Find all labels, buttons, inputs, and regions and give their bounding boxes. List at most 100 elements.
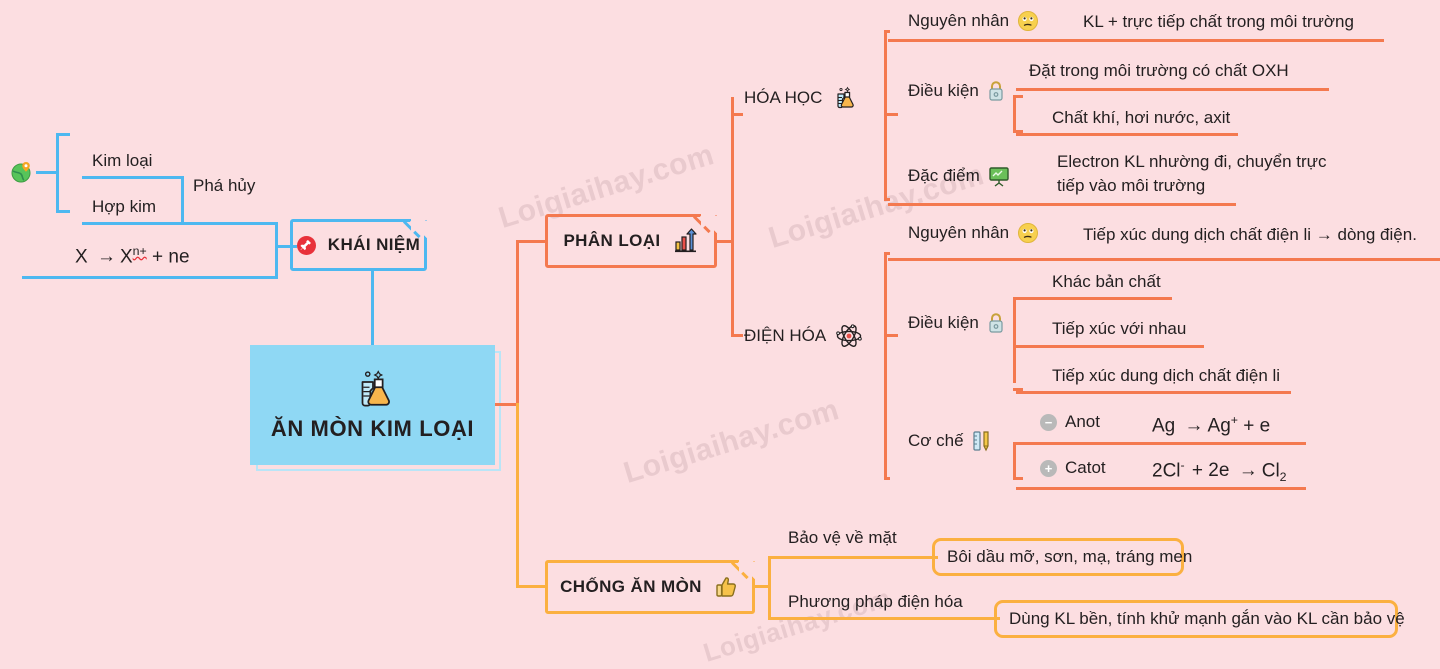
node-chong-an-mon[interactable]: CHỐNG ĂN MÒN xyxy=(545,559,756,614)
connector xyxy=(56,133,70,136)
node-title: PHÂN LOẠI xyxy=(563,231,661,250)
underline xyxy=(1016,487,1306,490)
branch-label-hoa-hoc[interactable]: HÓA HỌC xyxy=(744,86,856,110)
circle-plus-icon: + xyxy=(1040,459,1057,477)
row-label: Điều kiện xyxy=(908,313,979,332)
underline xyxy=(22,276,278,279)
connector xyxy=(516,240,519,406)
row-label-nguyen-nhan[interactable]: Nguyên nhân xyxy=(908,222,1039,244)
underline xyxy=(1016,297,1172,300)
branch-label-dien-hoa[interactable]: ĐIỆN HÓA xyxy=(744,324,862,348)
central-node[interactable]: ĂN MÒN KIM LOẠI xyxy=(250,345,495,465)
globe-icon xyxy=(10,160,34,184)
connector xyxy=(275,245,278,277)
connector xyxy=(56,210,70,213)
connector xyxy=(1013,95,1016,133)
presentation-board-icon xyxy=(988,165,1010,187)
lock-icon xyxy=(987,312,1005,334)
connector xyxy=(884,252,887,480)
thumbs-up-icon xyxy=(714,574,740,600)
connector xyxy=(768,617,1000,620)
electrode-reaction-catot: 2Cl- + 2e →Cl2 xyxy=(1152,458,1287,485)
leaf-value: Tiếp xúc dung dịch chất điện li xyxy=(1052,366,1281,385)
circle-minus-icon: − xyxy=(1040,413,1057,431)
atom-icon xyxy=(836,324,862,348)
leaf-value: Khác bản chất xyxy=(1052,272,1161,291)
central-title: ĂN MÒN KIM LOẠI xyxy=(270,416,475,441)
leaf-value: Bôi dầu mỡ, sơn, mạ, tráng men xyxy=(947,547,1193,566)
leaf-box-bao-ve-ve-mat[interactable]: Bôi dầu mỡ, sơn, mạ, tráng men xyxy=(932,538,1192,576)
underline xyxy=(1016,442,1306,445)
leaf-value: Tiếp xúc dung dịch chất điện li → dòng đ… xyxy=(1083,225,1417,244)
row-label-dieu-kien[interactable]: Điều kiện xyxy=(908,80,1005,102)
connector xyxy=(768,556,771,620)
connector xyxy=(1013,442,1016,480)
leaf-value: Đặt trong môi trường có chất OXH xyxy=(1029,61,1289,80)
electrode-catot[interactable]: + Catot xyxy=(1040,458,1106,478)
row-label: Điều kiện xyxy=(908,81,979,100)
electrode-anot[interactable]: − Anot xyxy=(1040,412,1100,432)
leaf-value: Dùng KL bền, tính khử mạnh gắn vào KL cầ… xyxy=(1009,609,1405,628)
mindmap-canvas: Loigiaihay.com Loigiaihay.com Loigiaihay… xyxy=(10,10,1440,668)
connector xyxy=(884,477,890,480)
row-label-dieu-kien[interactable]: Điều kiện xyxy=(908,312,1005,334)
connector xyxy=(181,222,278,225)
connector xyxy=(275,222,278,248)
row-label: Đặc điểm xyxy=(908,166,980,185)
connector xyxy=(36,171,58,174)
connector xyxy=(731,334,743,337)
underline xyxy=(1016,391,1291,394)
row-label: Nguyên nhân xyxy=(908,11,1010,30)
leaf-value: Chất khí, hơi nước, axit xyxy=(1052,108,1231,127)
underline xyxy=(82,176,184,179)
row-label-dac-diem[interactable]: Đặc điểm xyxy=(908,165,1010,187)
connector xyxy=(56,133,59,213)
connector xyxy=(731,97,734,337)
underline xyxy=(888,258,1440,261)
node-khai-niem[interactable]: KHÁI NIỆM xyxy=(290,218,428,271)
underline xyxy=(888,203,1236,206)
connector xyxy=(768,556,938,559)
node-phan-loai[interactable]: PHÂN LOẠI xyxy=(545,213,718,268)
row-label-bao-ve-ve-mat: Bảo vệ về mặt xyxy=(788,528,897,547)
flask-icon xyxy=(832,86,856,110)
connector xyxy=(754,585,770,588)
branch-title: ĐIỆN HÓA xyxy=(744,326,827,345)
row-label: Nguyên nhân xyxy=(908,223,1010,242)
connector xyxy=(1013,130,1023,133)
row-label-nguyen-nhan[interactable]: Nguyên nhân xyxy=(908,10,1039,32)
connector xyxy=(884,334,898,337)
connector xyxy=(1013,95,1023,98)
leaf-value: tiếp vào môi trường xyxy=(1057,176,1206,195)
connector xyxy=(275,245,297,248)
connector xyxy=(181,176,184,225)
connector xyxy=(731,113,743,116)
confused-face-icon xyxy=(1017,222,1039,244)
underline xyxy=(1016,88,1329,91)
connector xyxy=(884,113,898,116)
node-title: CHỐNG ĂN MÒN xyxy=(560,577,702,596)
leaf-value: Tiếp xúc với nhau xyxy=(1052,319,1187,338)
connector xyxy=(716,240,734,243)
connector-label: Phá hủy xyxy=(193,176,256,195)
leaf-value: Electron KL nhường đi, chuyển trực xyxy=(1057,152,1327,171)
electrode-name: Catot xyxy=(1065,458,1106,477)
pushpin-icon xyxy=(296,235,316,255)
node-title: KHÁI NIỆM xyxy=(327,235,421,254)
khai-niem-equation: X →Xn+ + ne xyxy=(75,244,190,268)
connector xyxy=(516,585,546,588)
confused-face-icon xyxy=(1017,10,1039,32)
row-label-co-che[interactable]: Cơ chế xyxy=(908,430,992,452)
underline xyxy=(888,39,1384,42)
leaf-box-phuong-phap-dien-hoa[interactable]: Dùng KL bền, tính khử mạnh gắn vào KL cầ… xyxy=(994,600,1405,638)
underline xyxy=(1016,345,1204,348)
connector xyxy=(1013,297,1016,383)
electrode-reaction-anot: Ag →Ag+ + e xyxy=(1152,413,1271,437)
connector xyxy=(1013,388,1023,391)
khai-niem-item-label: Hợp kim xyxy=(92,197,157,216)
connector xyxy=(884,30,890,33)
lock-icon xyxy=(987,80,1005,102)
connector xyxy=(884,252,890,255)
khai-niem-item-label: Kim loại xyxy=(92,151,153,170)
flask-icon xyxy=(352,368,394,410)
